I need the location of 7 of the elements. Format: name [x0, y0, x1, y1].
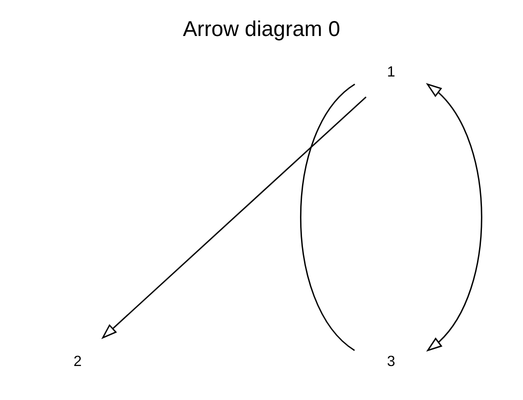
node-text: 2: [73, 354, 82, 370]
node-text: 3: [387, 354, 396, 370]
connector: [300, 84, 356, 351]
arrow: [426, 83, 482, 352]
node-text: 1: [387, 64, 396, 80]
arrow: [101, 96, 366, 340]
diagram-title: Arrow diagram 0: [182, 17, 340, 42]
